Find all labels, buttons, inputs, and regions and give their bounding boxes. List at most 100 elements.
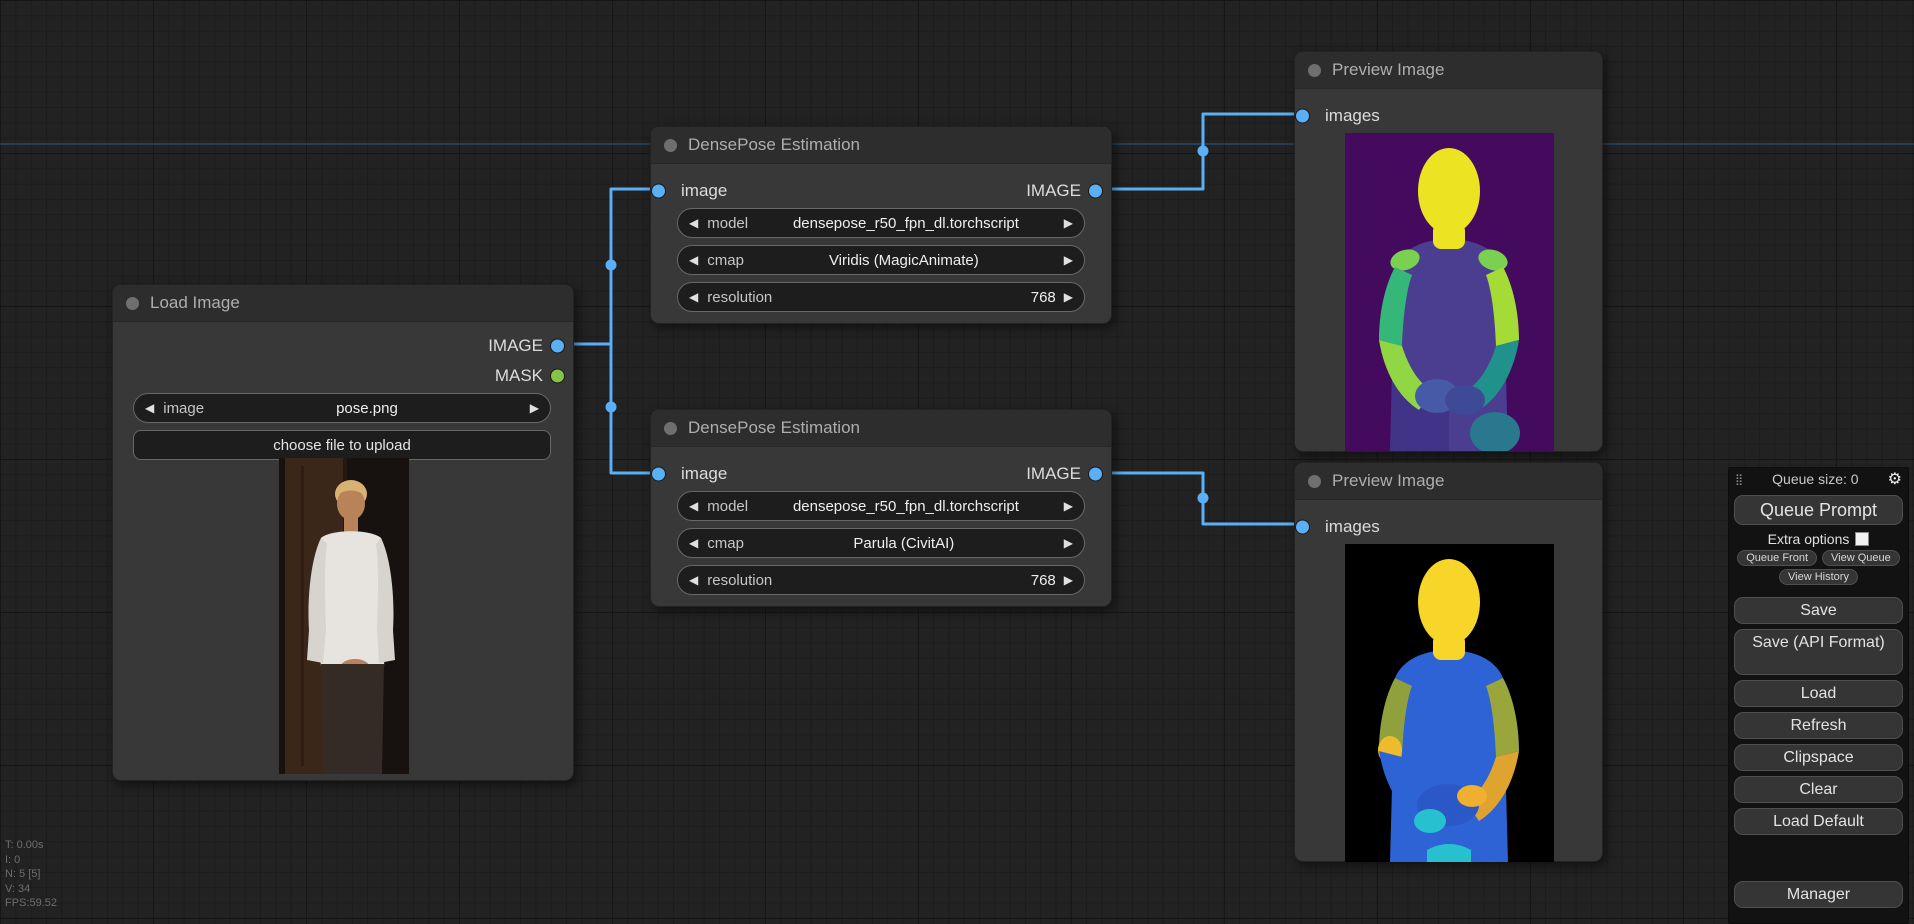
canvas-stats: T: 0.00s I: 0 N: 5 [5] V: 34 FPS:59.52 — [5, 838, 57, 911]
extra-options-checkbox[interactable] — [1855, 532, 1870, 546]
drag-handle-icon[interactable]: ⣿ — [1735, 473, 1744, 486]
output-slot-image[interactable] — [1089, 467, 1102, 481]
combo-left-arrow-icon[interactable]: ◀ — [145, 401, 155, 415]
node-load-image[interactable]: Load Image IMAGE MASK ◀ image pose.png ▶… — [112, 284, 574, 781]
node-densepose-2[interactable]: DensePose Estimation image IMAGE ◀ model… — [650, 409, 1112, 607]
model-combo-widget[interactable]: ◀ model densepose_r50_fpn_dl.torchscript… — [677, 208, 1085, 238]
manager-button[interactable]: Manager — [1734, 881, 1903, 908]
choose-file-button[interactable]: choose file to upload — [133, 430, 551, 460]
combo-left-arrow-icon[interactable]: ◀ — [689, 290, 699, 304]
resolution-number-widget[interactable]: ◀ resolution 768 ▶ — [677, 565, 1085, 595]
widget-value: densepose_r50_fpn_dl.torchscript — [792, 497, 1019, 515]
widget-label: resolution — [707, 571, 773, 589]
queue-front-button[interactable]: Queue Front — [1737, 550, 1818, 566]
load-image-preview[interactable] — [279, 458, 409, 774]
stat-line: T: 0.00s — [5, 839, 44, 851]
output-slot-image[interactable] — [1089, 184, 1102, 198]
image-combo-widget[interactable]: ◀ image pose.png ▶ — [133, 393, 551, 423]
widget-label: cmap — [707, 534, 744, 552]
input-label-image: image — [681, 464, 728, 483]
widget-value: densepose_r50_fpn_dl.torchscript — [792, 214, 1019, 232]
widget-value: 768 — [1030, 571, 1056, 589]
photo-figure — [279, 458, 409, 774]
resolution-number-widget[interactable]: ◀ resolution 768 ▶ — [677, 282, 1085, 312]
combo-right-arrow-icon[interactable]: ▶ — [1063, 216, 1073, 230]
node-title: Preview Image — [1332, 60, 1445, 79]
output-label-image: IMAGE — [488, 336, 543, 355]
node-title-bar[interactable]: DensePose Estimation — [651, 410, 1111, 447]
densepose-parula-figure — [1345, 544, 1554, 862]
combo-right-arrow-icon[interactable]: ▶ — [1063, 536, 1073, 550]
input-slot-images[interactable] — [1296, 520, 1309, 534]
input-slot-images[interactable] — [1296, 109, 1309, 123]
collapse-dot-icon[interactable] — [664, 421, 677, 435]
load-default-button[interactable]: Load Default — [1734, 808, 1903, 835]
widget-value: 768 — [1030, 288, 1056, 306]
queue-size-label: Queue size: 0 — [1772, 471, 1859, 487]
combo-right-arrow-icon[interactable]: ▶ — [1063, 499, 1073, 513]
collapse-dot-icon[interactable] — [1308, 474, 1321, 488]
cmap-combo-widget[interactable]: ◀ cmap Viridis (MagicAnimate) ▶ — [677, 245, 1085, 275]
output-slot-image[interactable] — [551, 339, 564, 353]
combo-left-arrow-icon[interactable]: ◀ — [689, 499, 699, 513]
collapse-dot-icon[interactable] — [126, 296, 139, 310]
input-label-images: images — [1325, 517, 1380, 536]
widget-label: image — [163, 399, 205, 417]
cmap-combo-widget[interactable]: ◀ cmap Parula (CivitAI) ▶ — [677, 528, 1085, 558]
combo-left-arrow-icon[interactable]: ◀ — [689, 536, 699, 550]
input-slot-image[interactable] — [652, 467, 665, 481]
input-slot-image[interactable] — [652, 184, 665, 198]
model-combo-widget[interactable]: ◀ model densepose_r50_fpn_dl.torchscript… — [677, 491, 1085, 521]
collapse-dot-icon[interactable] — [1308, 63, 1321, 77]
save-api-format-button[interactable]: Save (API Format) — [1734, 629, 1903, 675]
widget-label: model — [707, 497, 749, 515]
node-preview-image-2[interactable]: Preview Image images — [1294, 462, 1603, 862]
output-label-mask: MASK — [494, 366, 543, 385]
node-densepose-1[interactable]: DensePose Estimation image IMAGE ◀ model… — [650, 126, 1112, 324]
combo-left-arrow-icon[interactable]: ◀ — [689, 216, 699, 230]
input-label-image: image — [681, 181, 728, 200]
widget-label: cmap — [707, 251, 744, 269]
output-label-image: IMAGE — [1026, 464, 1081, 483]
clear-button[interactable]: Clear — [1734, 776, 1903, 803]
stat-line: N: 5 [5] — [5, 868, 41, 880]
collapse-dot-icon[interactable] — [664, 138, 677, 152]
preview-image-viridis[interactable] — [1345, 133, 1554, 451]
save-button[interactable]: Save — [1734, 597, 1903, 624]
node-title-bar[interactable]: Load Image — [113, 285, 573, 322]
view-queue-button[interactable]: View Queue — [1822, 550, 1900, 566]
combo-left-arrow-icon[interactable]: ◀ — [689, 253, 699, 267]
densepose-viridis-figure — [1345, 133, 1554, 451]
view-history-button[interactable]: View History — [1779, 569, 1858, 585]
refresh-button[interactable]: Refresh — [1734, 712, 1903, 739]
widget-label: resolution — [707, 288, 773, 306]
link-midpoint-dot[interactable] — [605, 259, 617, 271]
node-title-bar[interactable]: Preview Image — [1295, 52, 1602, 89]
widget-value: Parula (CivitAI) — [853, 534, 955, 552]
clipspace-button[interactable]: Clipspace — [1734, 744, 1903, 771]
widget-value: pose.png — [336, 399, 398, 417]
combo-right-arrow-icon[interactable]: ▶ — [1063, 290, 1073, 304]
combo-right-arrow-icon[interactable]: ▶ — [529, 401, 539, 415]
link-midpoint-dot[interactable] — [605, 401, 617, 413]
extra-options-label: Extra options — [1767, 531, 1850, 547]
input-label-images: images — [1325, 106, 1380, 125]
node-title-bar[interactable]: Preview Image — [1295, 463, 1602, 500]
preview-image-parula[interactable] — [1345, 544, 1554, 862]
link-midpoint-dot[interactable] — [1197, 145, 1209, 157]
queue-prompt-button[interactable]: Queue Prompt — [1734, 495, 1903, 525]
output-slot-mask[interactable] — [551, 369, 564, 383]
combo-left-arrow-icon[interactable]: ◀ — [689, 573, 699, 587]
load-button[interactable]: Load — [1734, 680, 1903, 707]
link-midpoint-dot[interactable] — [1197, 492, 1209, 504]
output-label-image: IMAGE — [1026, 181, 1081, 200]
node-preview-image-1[interactable]: Preview Image images — [1294, 51, 1603, 452]
combo-right-arrow-icon[interactable]: ▶ — [1063, 253, 1073, 267]
node-title: DensePose Estimation — [688, 418, 860, 437]
combo-right-arrow-icon[interactable]: ▶ — [1063, 573, 1073, 587]
gear-icon[interactable]: ⚙ — [1887, 471, 1902, 488]
stat-line: FPS:59.52 — [5, 897, 57, 909]
node-title-bar[interactable]: DensePose Estimation — [651, 127, 1111, 164]
node-title: Preview Image — [1332, 471, 1445, 490]
